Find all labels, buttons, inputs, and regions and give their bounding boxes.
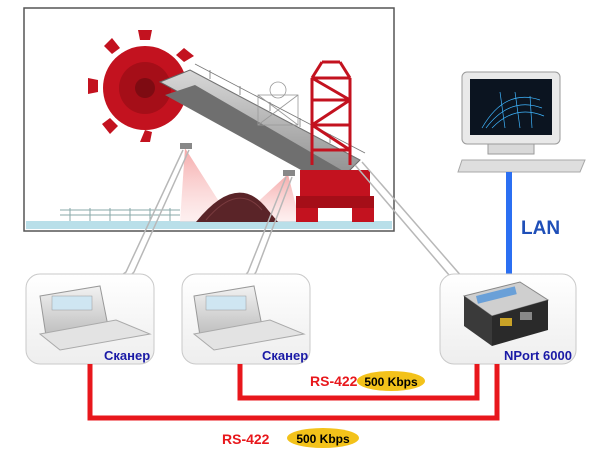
keyboard bbox=[457, 159, 586, 173]
material-heap bbox=[196, 192, 278, 222]
excavator-base bbox=[300, 170, 370, 196]
sensor-mount-left bbox=[180, 143, 192, 149]
nport-label: NPort 6000 bbox=[504, 348, 572, 363]
scanner-box-1: Сканер bbox=[25, 273, 155, 365]
scanner-box-2: Сканер bbox=[181, 273, 311, 365]
protocol-label: RS-422 bbox=[222, 431, 270, 447]
nport-box: NPort 6000 bbox=[439, 273, 577, 365]
excavator-scene bbox=[23, 7, 395, 232]
scanner-label: Сканер bbox=[104, 348, 150, 363]
speed-label: 500 Kbps bbox=[296, 432, 350, 446]
speed-badge bbox=[357, 371, 425, 391]
scanner-label: Сканер bbox=[262, 348, 308, 363]
excavator-tower bbox=[310, 60, 352, 165]
excavator-tracks bbox=[296, 208, 374, 222]
speed-label: 500 Kbps bbox=[364, 375, 418, 389]
serial-link-2 bbox=[237, 364, 480, 401]
ground-rail bbox=[26, 221, 392, 229]
sensor-mount-right bbox=[283, 170, 295, 176]
protocol-label: RS-422 bbox=[310, 373, 358, 389]
laser-scanner-icon bbox=[38, 285, 152, 351]
workstation bbox=[457, 71, 586, 173]
counterweight-wireframe bbox=[257, 81, 299, 126]
nport-device-icon bbox=[462, 281, 550, 346]
lan-label: LAN bbox=[521, 218, 560, 239]
monitor-wireframe-image bbox=[481, 91, 545, 129]
speed-badge bbox=[287, 428, 359, 448]
laser-scanner-icon bbox=[192, 285, 306, 351]
serial-link-1 bbox=[87, 364, 500, 421]
